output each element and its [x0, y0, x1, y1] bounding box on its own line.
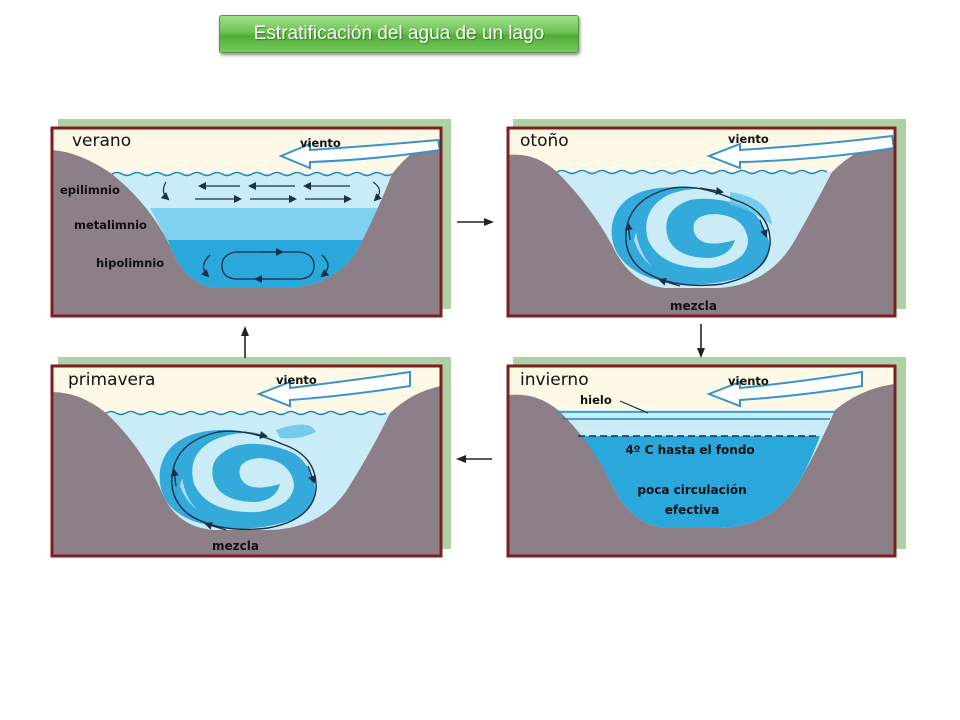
circulation-label-1: poca circulación [637, 483, 746, 497]
metalimnion-label: metalimnio [74, 218, 147, 232]
season-label-invierno: invierno [520, 370, 589, 390]
epilimnion-circulation [160, 181, 383, 203]
mixing-swirl [611, 186, 772, 287]
panel-winter: invierno viento hielo 4º C hasta el fond… [506, 357, 906, 558]
season-label-primavera: primavera [68, 370, 155, 390]
panel-frame [506, 364, 897, 558]
rock-left [52, 140, 441, 316]
rock-banks [508, 384, 895, 556]
wind-label: viento [728, 374, 769, 388]
hypolimnion-layer [168, 240, 363, 288]
panel-frame [50, 126, 443, 318]
wind-arrow [278, 138, 441, 170]
wind-arrow [706, 370, 863, 408]
panel-spring: primavera viento mezcla [50, 357, 451, 558]
temperature-label: 4º C hasta el fondo [625, 443, 754, 457]
ice-layer [558, 411, 835, 420]
water-surface [111, 171, 393, 177]
ice-pointer [619, 400, 649, 414]
water-surface [105, 410, 387, 416]
season-label-verano: verano [72, 131, 131, 151]
hypolimnion-circulation [200, 248, 330, 283]
wind-arrow [256, 370, 411, 408]
hypolimnion-label: hipolimnio [96, 256, 164, 270]
page-title: Estratificación del agua de un lago [219, 15, 579, 53]
circulation-label-2: efectiva [665, 503, 719, 517]
wind-label: viento [300, 136, 341, 150]
mixing-swirl [159, 424, 317, 531]
wind-label: viento [728, 132, 769, 146]
rock-banks [52, 386, 441, 556]
ice-label: hielo [580, 393, 612, 407]
water-surface [556, 169, 828, 175]
mix-label: mezcla [212, 539, 259, 553]
panel-frame [50, 364, 443, 558]
wind-arrow [706, 134, 895, 170]
panel-summer: verano viento epilimnio metalimnio hipol… [50, 119, 451, 318]
epilimnion-label: epilimnio [60, 183, 120, 197]
season-label-otono: otoño [520, 131, 569, 151]
panel-autumn: otoño viento mezcla [506, 119, 906, 318]
mix-label: mezcla [670, 299, 717, 313]
deep-water-4c [578, 436, 820, 528]
wind-label: viento [276, 373, 317, 387]
rock-banks [508, 140, 895, 316]
panel-frame [506, 126, 897, 318]
